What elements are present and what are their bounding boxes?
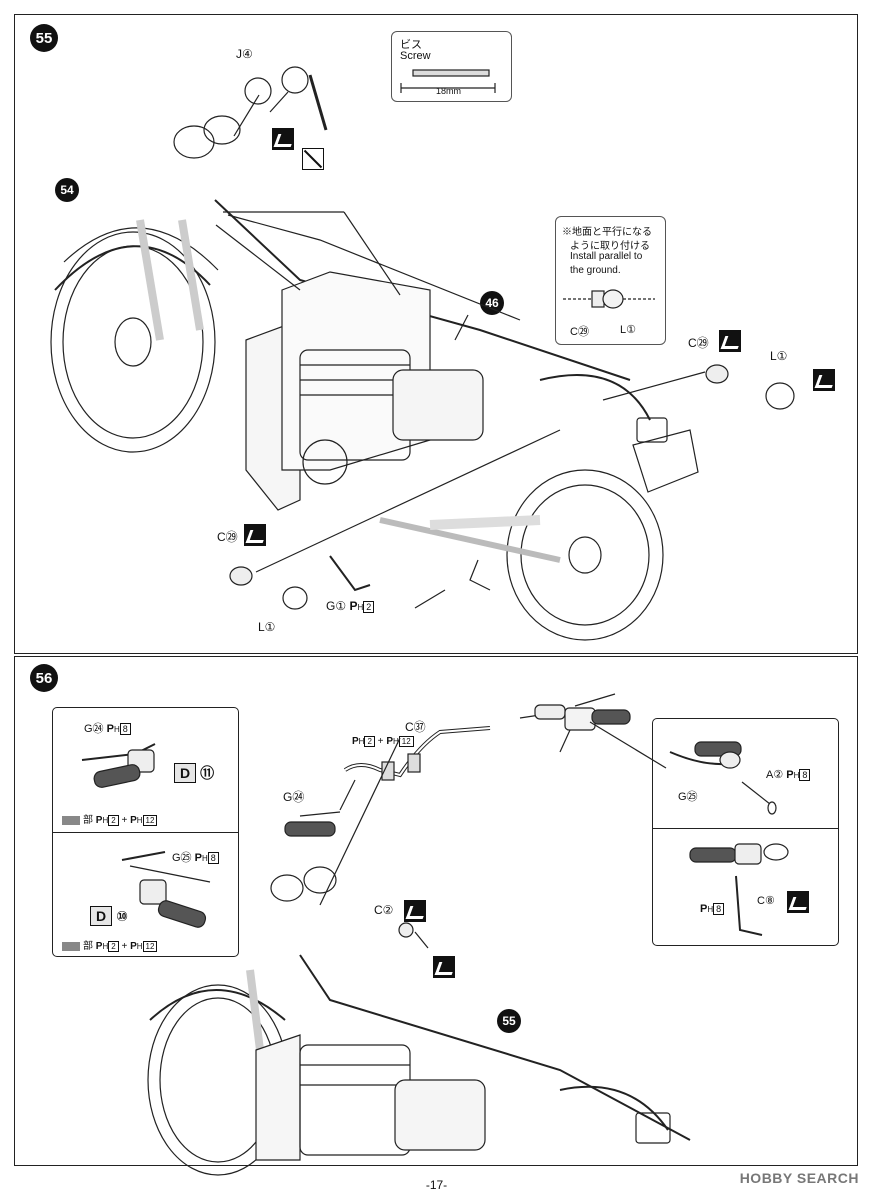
- label-g25-right: G㉕: [678, 791, 698, 803]
- label-ph8-low-num: 8: [713, 903, 725, 915]
- label-g24-ph8: 8: [119, 723, 131, 735]
- paint-top-ph2: 2: [108, 815, 119, 826]
- motorcycle-56: [147, 866, 691, 1176]
- parallel-diagram: [563, 289, 655, 309]
- label-c8: C⑧: [757, 895, 775, 907]
- install-note-en2: the ground.: [570, 265, 621, 276]
- step-55-parts: [229, 364, 795, 610]
- handlebar-ph12: 12: [398, 736, 414, 747]
- label-c29-right: C㉙: [688, 336, 709, 350]
- no-cement-icon-screw: [302, 148, 324, 170]
- motorcycle-55: [50, 66, 699, 641]
- install-note-jp1: ※地面と平行になる: [562, 227, 652, 238]
- decal-d11-num: ⑪: [200, 765, 215, 781]
- step-55-leaders: [215, 91, 706, 573]
- label-c37: C㊲: [405, 720, 426, 734]
- cement-icon-j4: [272, 128, 294, 150]
- watermark-logo: HOBBY SEARCH: [739, 1170, 859, 1186]
- label-a2-text: A②: [766, 769, 784, 781]
- paint-top-ph12: 12: [142, 815, 158, 826]
- ref-step-55-badge: 55: [497, 1009, 521, 1033]
- decal-d10-letter: D: [90, 906, 113, 926]
- label-g25-left-text: G㉕: [172, 852, 192, 864]
- label-g1-text: G①: [326, 599, 347, 613]
- label-g25-ph8: 8: [207, 852, 219, 864]
- left-detail-divider: [52, 832, 239, 833]
- handlebar-ph2: 2: [364, 736, 375, 747]
- ref-step-54-badge: 54: [55, 178, 79, 202]
- step-56-badge: 56: [30, 664, 58, 692]
- step-55-badge: 55: [30, 24, 58, 52]
- screw-note-en: Screw: [400, 50, 431, 62]
- label-a2-ph8: 8: [799, 769, 811, 781]
- paint-bottom-ph2: 2: [108, 941, 119, 952]
- handlebar-assembly: [284, 693, 667, 949]
- label-c29-left: C㉙: [217, 530, 238, 544]
- label-l1-left: L①: [258, 620, 276, 634]
- label-l1-right: L①: [770, 349, 788, 363]
- install-note-jp2: ように取り付ける: [570, 241, 650, 252]
- install-parallel-note: ※地面と平行になる ように取り付ける Install parallel to t…: [555, 216, 666, 345]
- install-note-part-l1: L①: [620, 324, 636, 336]
- decal-d10: D ⑩: [90, 906, 128, 926]
- decal-d11: D ⑪: [174, 763, 214, 783]
- label-g24-mid: G㉔: [283, 790, 305, 804]
- label-g1-ph2: 2: [363, 601, 375, 613]
- ref-step-46-badge: 46: [480, 291, 504, 315]
- label-j4: J④: [236, 47, 253, 61]
- cement-icon-l1-right: [813, 369, 835, 391]
- cement-icon-c2-lower: [433, 956, 455, 978]
- install-note-en1: Install parallel to: [570, 251, 643, 262]
- paint-swatch-top: [62, 815, 80, 825]
- screw-note: ビス Screw 18mm: [391, 31, 512, 102]
- page-number: -17-: [425, 1178, 448, 1192]
- left-detail-drawings: [81, 743, 211, 928]
- screw-note-length: 18mm: [436, 86, 462, 96]
- cement-icon-c29-left: [244, 524, 266, 546]
- right-detail-divider: [652, 828, 839, 829]
- step-55-panel: [14, 14, 858, 654]
- cement-icon-c2: [404, 900, 426, 922]
- screw-glyph: [400, 69, 496, 93]
- screw-note-jp: ビス: [400, 39, 422, 51]
- paint-note-top-text: 部: [83, 815, 93, 826]
- paint-bottom-ph12: 12: [142, 941, 158, 952]
- label-g24-top-text: G㉔: [84, 723, 104, 735]
- paint-swatch-bottom: [62, 941, 80, 951]
- right-detail-drawings: [669, 741, 789, 936]
- decal-d10-num: ⑩: [116, 907, 128, 924]
- label-c2: C②: [374, 903, 394, 917]
- cement-icon-c29-right: [719, 330, 741, 352]
- decal-d11-letter: D: [174, 763, 197, 783]
- install-note-part-c29: C㉙: [570, 326, 589, 338]
- paint-note-bottom-text: 部: [83, 941, 93, 952]
- cement-icon-c8: [787, 891, 809, 913]
